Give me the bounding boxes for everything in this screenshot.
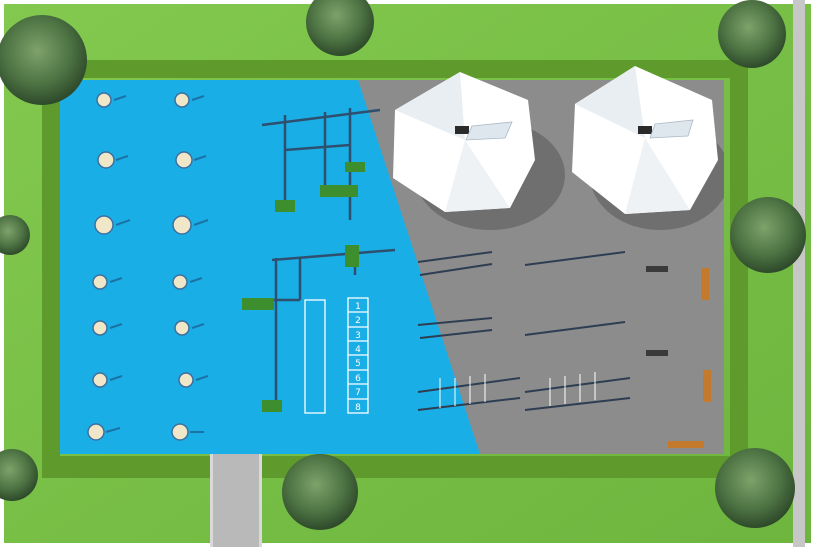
ladder-rungs xyxy=(439,372,596,408)
shade-canopy-right xyxy=(572,66,718,214)
blue-court xyxy=(60,80,480,454)
side-road xyxy=(793,0,805,547)
lane-markings xyxy=(304,297,369,414)
fitness-stations xyxy=(87,92,209,441)
bar-equipment xyxy=(417,251,631,411)
shade-canopy-left xyxy=(393,72,535,212)
lane-label-4: 4 xyxy=(355,345,361,355)
climbing-frame-upper xyxy=(261,108,381,220)
climbing-frame-lower xyxy=(242,245,396,412)
small-equipment xyxy=(646,266,668,272)
hedge-border xyxy=(42,60,748,478)
benches xyxy=(668,268,711,448)
lane-label-3: 3 xyxy=(355,331,361,341)
lane-label-2: 2 xyxy=(355,316,361,326)
entrance-path xyxy=(210,454,262,547)
lane-number-labels: 1 2 3 4 5 6 7 8 xyxy=(355,302,361,413)
lane-label-6: 6 xyxy=(355,374,361,384)
trees xyxy=(0,0,806,530)
lane-label-8: 8 xyxy=(355,403,361,413)
lane-label-7: 7 xyxy=(355,388,361,398)
lane-label-5: 5 xyxy=(355,359,361,369)
lane-label-1: 1 xyxy=(355,302,361,312)
